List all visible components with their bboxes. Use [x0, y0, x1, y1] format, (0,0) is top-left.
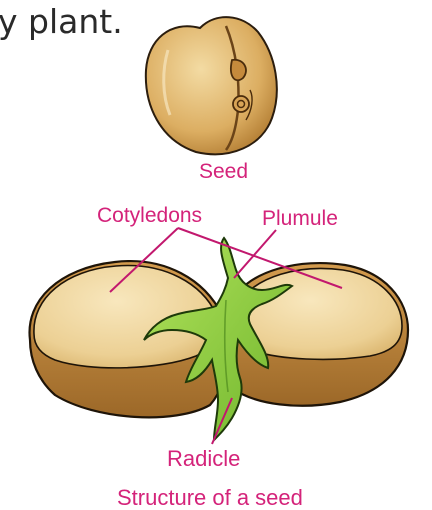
diagram-caption: Structure of a seed: [117, 487, 303, 509]
plumule-label: Plumule: [262, 208, 338, 229]
whole-seed: [146, 17, 277, 154]
radicle-label: Radicle: [167, 448, 240, 470]
seed-label: Seed: [199, 161, 248, 182]
cotyledon-left: [30, 261, 228, 417]
cotyledons-label: Cotyledons: [97, 205, 202, 226]
